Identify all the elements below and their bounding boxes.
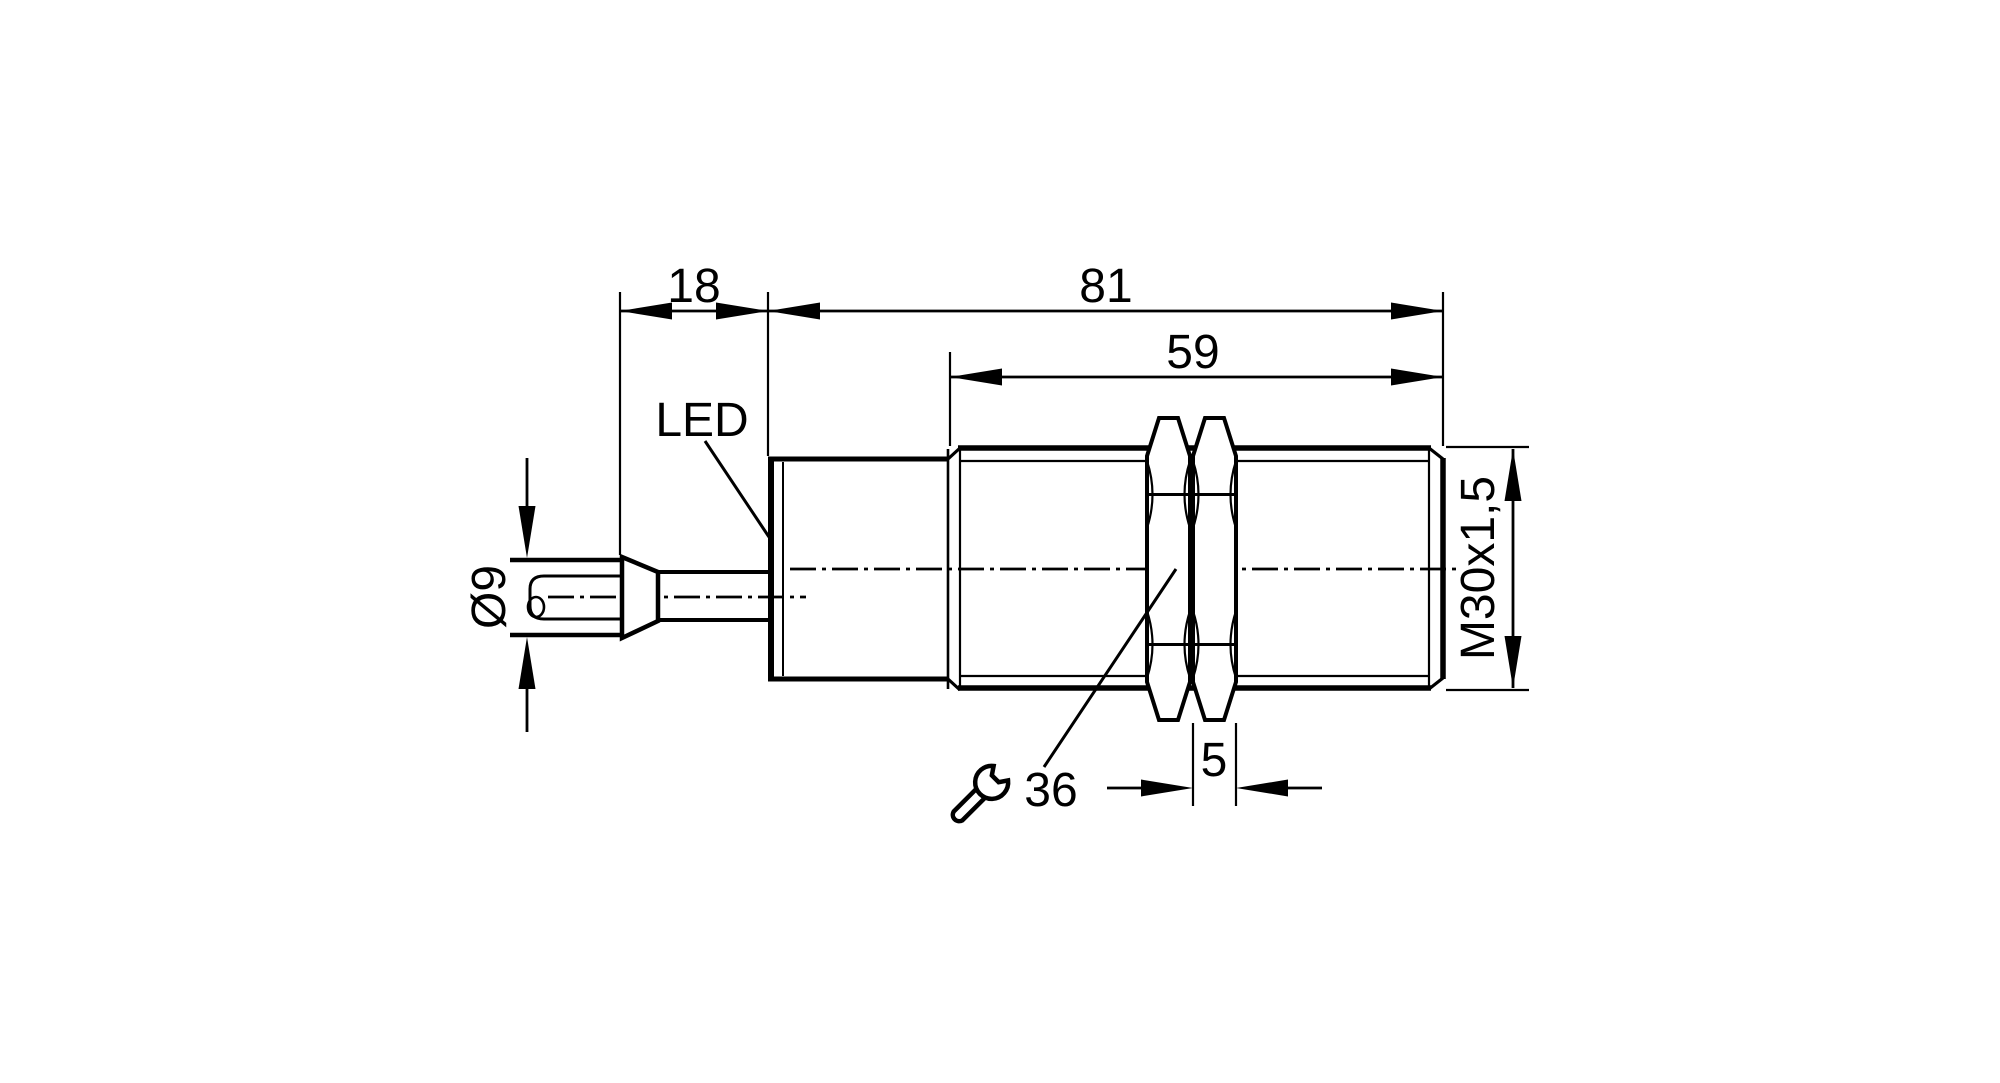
arrow-d9-down: [518, 506, 536, 558]
thread-end-chamfer-top: [1428, 446, 1444, 461]
arrow-d9-up: [518, 637, 536, 689]
nut2-outline: [1191, 416, 1238, 722]
dimension-d9: Ø9: [463, 458, 536, 732]
extension-lines-top: [618, 292, 1445, 555]
strain-relief-cone: [619, 553, 661, 642]
dim-text-81: 81: [1079, 260, 1132, 313]
wrench-icon: [950, 763, 1011, 824]
thread-end-chamfer-bottom: [1428, 676, 1444, 691]
dim-text-m30: M30x1,5: [1452, 476, 1505, 660]
arrow-18-right: [716, 302, 768, 320]
arrow-59-left: [950, 368, 1002, 386]
arrow-81-right: [1391, 302, 1443, 320]
nut1-outline: [1145, 416, 1192, 722]
dim-text-18: 18: [667, 260, 720, 313]
nut1-chamfer-arcs: [1145, 460, 1192, 679]
dimension-m30: M30x1,5: [1446, 445, 1529, 692]
nut2-facet-lines: [1193, 493, 1236, 646]
hex-nut-2: [1191, 416, 1238, 722]
hex-nut-1: [1145, 416, 1192, 722]
led-leader-line: [703, 440, 771, 538]
arrow-m30-up: [1504, 449, 1522, 501]
dim-text-5: 5: [1201, 734, 1228, 787]
led-callout: LED: [655, 394, 771, 538]
cable-inner-end: [528, 574, 630, 621]
arrow-59-right: [1391, 368, 1443, 386]
centerlines: [548, 567, 1456, 599]
wrench-size-label: 36: [1024, 764, 1077, 817]
arrow-m30-down: [1504, 636, 1522, 688]
wrench-leader-line: [1042, 568, 1178, 768]
wrench-callout: 36: [950, 568, 1178, 824]
dim-text-d9: Ø9: [463, 565, 516, 629]
dim-text-59: 59: [1166, 326, 1219, 379]
dimension-59: 59: [948, 326, 1443, 446]
dimension-5: 5: [1107, 723, 1322, 806]
nut1-facet-lines: [1147, 493, 1190, 646]
housing-body: [768, 446, 962, 692]
arrow-5-right: [1236, 779, 1288, 797]
arrow-81-left: [768, 302, 820, 320]
led-label: LED: [655, 394, 748, 447]
extension-lines-m30: [1446, 445, 1529, 692]
nut2-chamfer-arcs: [1191, 460, 1238, 679]
arrow-5-left: [1141, 779, 1193, 797]
dimension-18-81: 18 81: [618, 260, 1445, 555]
cable-wire-end: [526, 595, 546, 619]
wrench-head: [972, 763, 1011, 802]
extension-lines-5: [1191, 723, 1238, 806]
cable-assembly: [510, 553, 773, 642]
arrow-18-left: [620, 302, 672, 320]
